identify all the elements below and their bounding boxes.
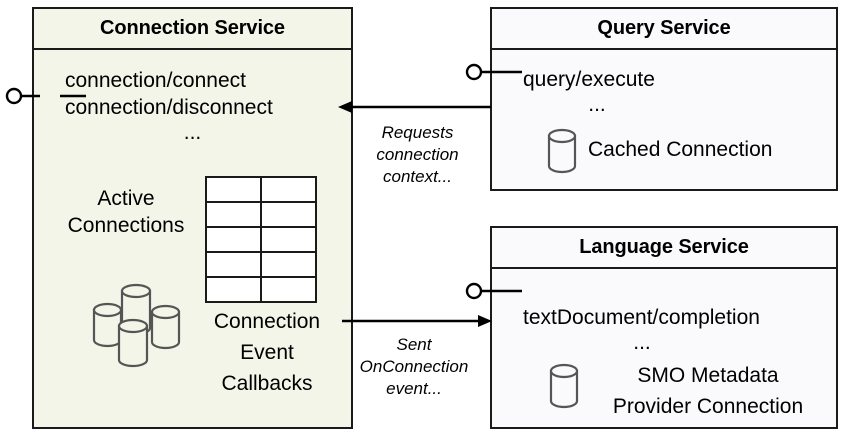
table-cell <box>205 201 262 228</box>
table-row <box>205 276 317 303</box>
requests-connection-context-arrow <box>338 101 491 113</box>
connection-service-component[interactable]: Connection Service connection/connect co… <box>32 7 353 429</box>
arrow-label-line1: Requests <box>381 123 454 142</box>
connection-service-title: Connection Service <box>34 9 351 50</box>
query-service-interface-stub <box>500 70 522 74</box>
database-icon <box>549 363 579 409</box>
arrow-label-line2: connection <box>376 145 459 164</box>
table-cell <box>260 251 317 278</box>
connection-event-callbacks-label-line2: Event <box>240 341 294 364</box>
table-row <box>205 201 317 228</box>
table-cell <box>260 276 317 303</box>
query-execute-interface-label: query/execute <box>523 68 655 91</box>
sent-onconnection-event-label: Sent OnConnection event... <box>340 334 488 400</box>
database-icon <box>547 128 577 174</box>
active-connections-label-line1: Active <box>97 187 155 210</box>
requests-connection-context-label: Requests connection context... <box>355 122 480 188</box>
language-service-ellipsis: ... <box>633 331 651 354</box>
query-service-title: Query Service <box>492 9 836 50</box>
database-cluster-icon <box>92 283 181 368</box>
query-service-ellipsis: ... <box>588 93 606 116</box>
connection-connect-interface-label: connection/connect <box>65 69 246 92</box>
table-row <box>205 251 317 278</box>
table-cell <box>205 226 262 253</box>
table-row <box>205 226 317 253</box>
language-service-component[interactable]: Language Service textDocument/completion… <box>490 226 838 429</box>
query-service-provided-interface-lollipop[interactable] <box>464 59 500 85</box>
language-service-title: Language Service <box>492 228 836 269</box>
table-row <box>205 176 317 203</box>
language-service-provided-interface-lollipop[interactable] <box>464 278 500 304</box>
active-connections-label-line2: Connections <box>67 214 185 237</box>
arrow-label-line2: OnConnection <box>359 357 469 376</box>
query-service-component[interactable]: Query Service query/execute ... Cached C… <box>490 7 838 191</box>
smo-metadata-provider-label-line1: SMO Metadata <box>637 364 779 387</box>
connection-service-provided-interface-lollipop[interactable] <box>4 83 40 109</box>
connection-event-callbacks-label-line3: Callbacks <box>221 372 313 395</box>
connection-service-ellipsis: ... <box>183 121 202 144</box>
cached-connection-label: Cached Connection <box>588 138 773 161</box>
arrow-label-line1: Sent <box>396 335 432 354</box>
connection-disconnect-interface-label: connection/disconnect <box>65 96 273 119</box>
table-cell <box>205 251 262 278</box>
table-cell <box>205 276 262 303</box>
table-cell <box>260 201 317 228</box>
language-service-interface-stub <box>500 289 522 293</box>
sent-onconnection-event-arrow <box>342 315 492 327</box>
connection-event-callbacks-label-line1: Connection <box>213 310 321 333</box>
smo-metadata-provider-label-line2: Provider Connection <box>612 395 804 418</box>
table-cell <box>205 176 262 203</box>
textdocument-completion-interface-label: textDocument/completion <box>523 306 760 329</box>
arrow-label-line3: event... <box>386 379 442 398</box>
connection-service-interface-stub <box>60 94 86 98</box>
connection-event-callbacks-table[interactable] <box>205 176 317 303</box>
arrow-label-line3: context... <box>383 167 452 186</box>
table-cell <box>260 226 317 253</box>
table-cell <box>260 176 317 203</box>
